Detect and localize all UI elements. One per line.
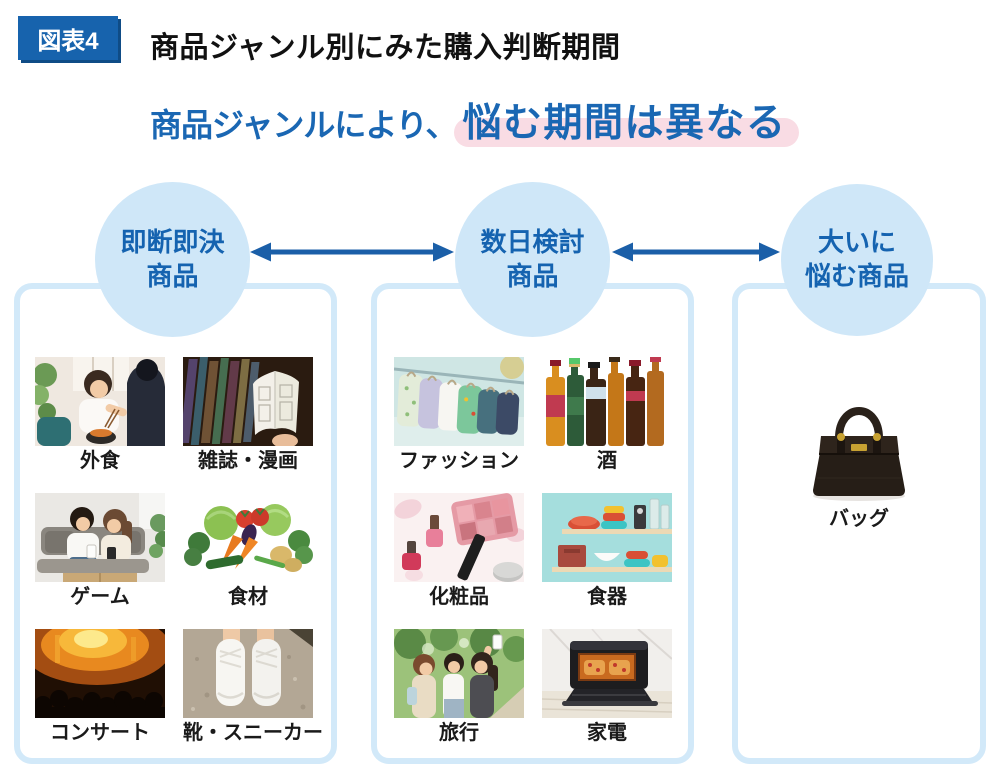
list-item: 食器: [542, 493, 672, 610]
appliance-photo: [542, 629, 672, 718]
category-circle-instant-decision: 即断即決 商品: [95, 182, 250, 337]
instant-decision-items: 外食: [35, 357, 323, 746]
bag-photo: [799, 386, 919, 504]
list-item: 外食: [35, 357, 165, 474]
product-label: 外食: [80, 450, 120, 472]
category-circle-days-consideration: 数日検討 商品: [455, 182, 610, 337]
game-photo: [35, 493, 165, 582]
product-label: 靴・スニーカー: [183, 722, 323, 744]
category-circle-agonize: 大いに 悩む商品: [781, 184, 933, 336]
list-item: コンサート: [35, 629, 165, 746]
days-consideration-items: ファッション: [394, 357, 672, 746]
subtitle: 商品ジャンルにより、 悩む期間は異なる: [150, 92, 799, 148]
product-label: 食材: [228, 586, 268, 608]
list-item: バッグ: [799, 386, 919, 532]
list-item: 靴・スニーカー: [183, 629, 323, 746]
list-item: 家電: [542, 629, 672, 746]
product-label: 酒: [597, 450, 617, 472]
group-box-agonize: [732, 283, 986, 764]
product-label: ゲーム: [70, 586, 130, 608]
list-item: 食材: [183, 493, 313, 610]
vegetables-photo: [183, 493, 313, 582]
double-arrow-icon: [250, 242, 454, 262]
product-label: 食器: [587, 586, 627, 608]
tableware-photo: [542, 493, 672, 582]
list-item: ゲーム: [35, 493, 165, 610]
double-arrow-icon: [612, 242, 780, 262]
alcohol-photo: [542, 357, 672, 446]
concert-photo: [35, 629, 165, 718]
list-item: 旅行: [394, 629, 524, 746]
product-label: ファッション: [399, 450, 519, 472]
sneakers-photo: [183, 629, 313, 718]
cosmetics-photo: [394, 493, 524, 582]
travel-photo: [394, 629, 524, 718]
subtitle-highlighted-text: 悩む期間は異なる: [454, 92, 799, 148]
figure-number-badge: 図表4: [18, 16, 118, 60]
list-item: 雑誌・漫画: [183, 357, 313, 474]
product-label: バッグ: [829, 508, 889, 530]
product-label: コンサート: [50, 722, 150, 744]
list-item: ファッション: [394, 357, 524, 474]
subtitle-plain-text: 商品ジャンルにより、: [150, 107, 457, 143]
product-label: 雑誌・漫画: [198, 450, 298, 472]
product-label: 化粧品: [429, 586, 489, 608]
dining-photo: [35, 357, 165, 446]
list-item: 酒: [542, 357, 672, 474]
page-title: 商品ジャンル別にみた購入判断期間: [150, 32, 621, 64]
pink-highlight-pill: [454, 118, 799, 147]
fashion-photo: [394, 357, 524, 446]
product-label: 旅行: [439, 722, 479, 744]
list-item: 化粧品: [394, 493, 524, 610]
magazine-photo: [183, 357, 313, 446]
product-label: 家電: [587, 722, 627, 744]
